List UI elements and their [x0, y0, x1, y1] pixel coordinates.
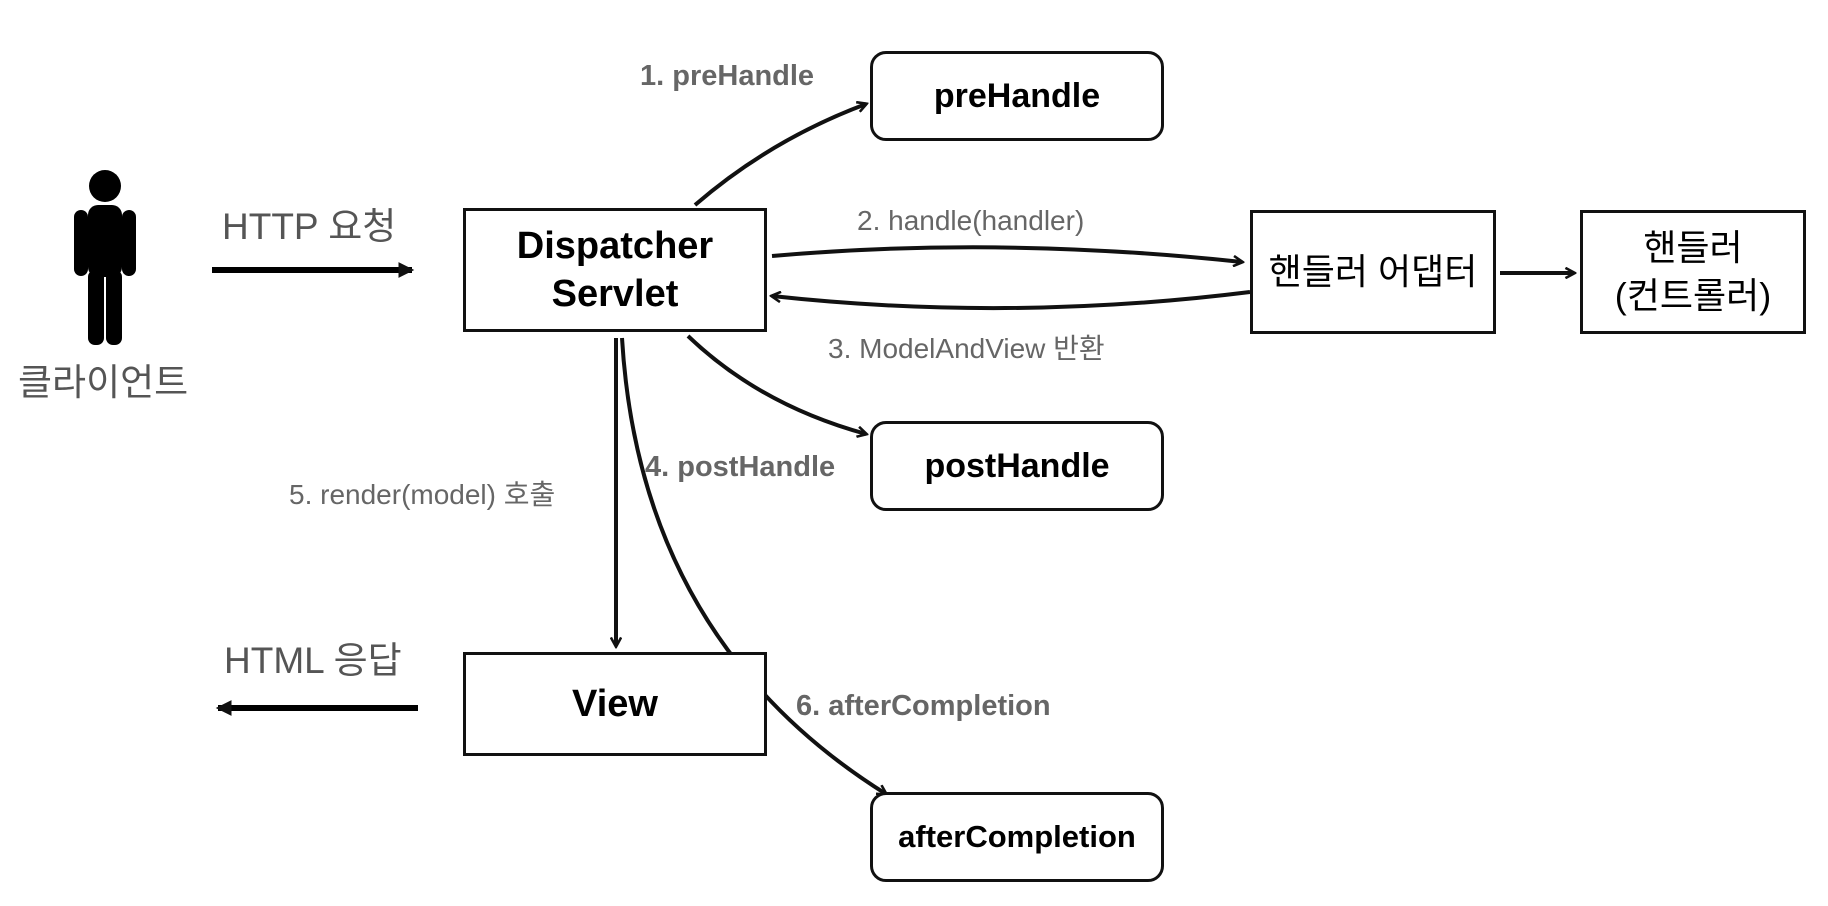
html-response-label: HTML 응답	[224, 640, 402, 681]
view-box: View	[463, 652, 767, 756]
posthandle-arrow	[686, 334, 866, 434]
http-request-label: HTTP 요청	[222, 206, 397, 247]
dispatcher-line1: Dispatcher	[516, 225, 714, 267]
prehandle-box: preHandle	[870, 51, 1164, 141]
posthandle-box: postHandle	[870, 421, 1164, 511]
step4-label: 4. postHandle	[645, 451, 836, 483]
handle-arrow	[771, 245, 1242, 262]
aftercompletion-box: afterCompletion	[870, 792, 1164, 882]
dispatcher-servlet-box: Dispatcher Servlet	[463, 208, 767, 332]
modelandview-return-arrow	[772, 290, 1251, 311]
aftercompletion-arrow	[620, 337, 886, 794]
handler-line1: 핸들러	[1643, 227, 1743, 268]
prehandle-arrow	[693, 104, 866, 207]
handler-line2: (컨트롤러)	[1614, 275, 1772, 316]
handler-adapter-box: 핸들러 어댑터	[1250, 210, 1496, 334]
step6-label: 6. afterCompletion	[796, 690, 1051, 722]
step2-label: 2. handle(handler)	[857, 205, 1085, 236]
dispatcher-line2: Servlet	[551, 273, 679, 315]
step1-label: 1. preHandle	[640, 60, 815, 92]
client-label: 클라이언트	[18, 362, 189, 403]
aftercompletion-box-label: afterCompletion	[898, 819, 1136, 854]
prehandle-box-label: preHandle	[933, 76, 1101, 115]
step3-label: 3. ModelAndView 반환	[828, 333, 1105, 364]
step5-label: 5. render(model) 호출	[289, 479, 556, 510]
client-figure-icon	[74, 170, 136, 345]
posthandle-box-label: postHandle	[924, 446, 1110, 485]
handler-adapter-label: 핸들러 어댑터	[1268, 251, 1478, 292]
handler-controller-box: 핸들러 (컨트롤러)	[1580, 210, 1806, 334]
view-label: View	[572, 683, 658, 725]
